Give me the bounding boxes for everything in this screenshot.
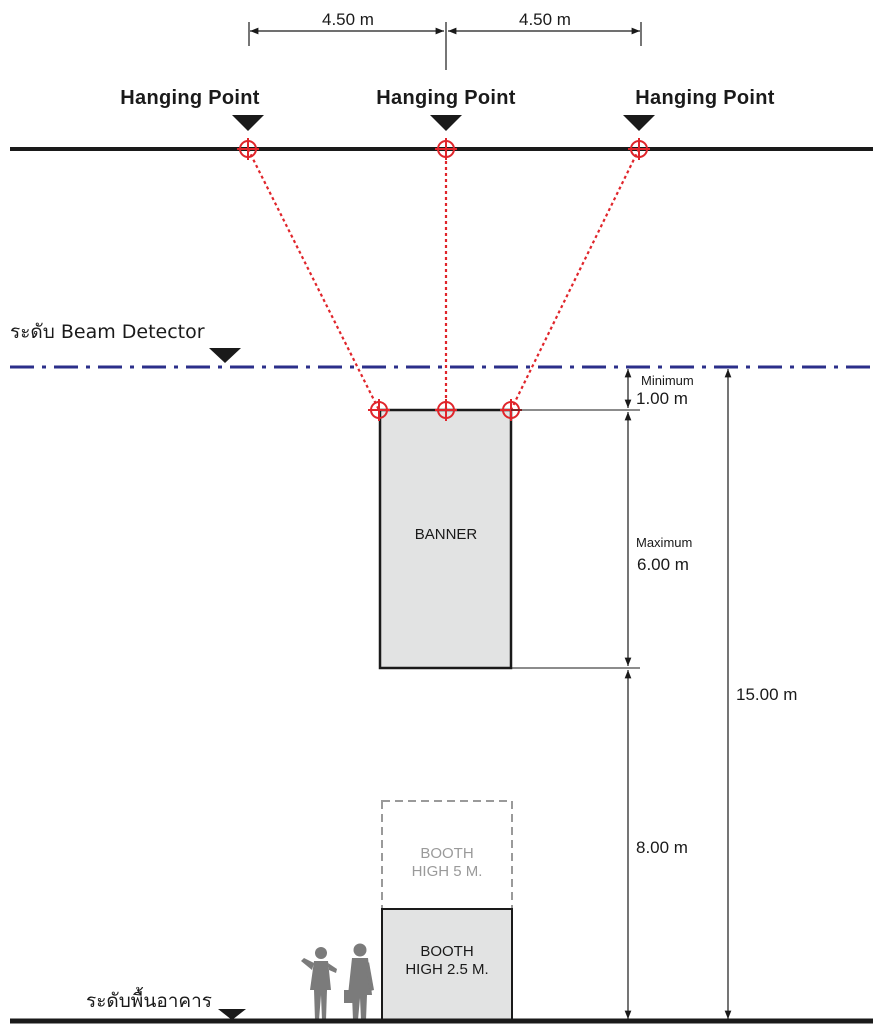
banner-panel: [378, 408, 513, 670]
hanging-point-label-right: Hanging Point: [635, 87, 774, 109]
dimension-right-label: 4.50 m: [519, 10, 571, 29]
attach-banner-left: [368, 399, 390, 421]
top-dimension: 4.50 m 4.50 m: [248, 10, 642, 70]
hanging-point-label-left: Hanging Point: [120, 87, 259, 109]
min-value: 1.00 m: [636, 389, 688, 408]
vertical-dimensions: [460, 369, 732, 1019]
attachment-symbols: [237, 138, 650, 421]
booth-high5-line1: BOOTH: [420, 845, 473, 862]
attach-top-right: [628, 138, 650, 160]
hanging-cables: [247, 148, 640, 411]
max-value: 6.00 m: [637, 555, 689, 574]
beam-detector-marker: [209, 348, 241, 363]
floor-level-marker: [218, 1009, 246, 1020]
min-caption: Minimum: [641, 373, 694, 388]
total-height-value: 15.00 m: [736, 685, 797, 704]
attach-banner-center: [435, 399, 457, 421]
below-banner-value: 8.00 m: [636, 838, 688, 857]
attach-top-center: [435, 138, 457, 160]
booth-high25-line2: HIGH 2.5 M.: [405, 961, 488, 978]
floor-level-label: ระดับพื้นอาคาร: [86, 987, 212, 1012]
max-caption: Maximum: [636, 535, 692, 550]
attach-top-left: [237, 138, 259, 160]
hanging-point-marker-left: [232, 115, 264, 131]
banner-label: BANNER: [415, 526, 478, 543]
hanging-point-marker-right: [623, 115, 655, 131]
booth-high25-line1: BOOTH: [420, 943, 473, 960]
hanging-point-marker-center: [430, 115, 462, 131]
hanging-points: Hanging Point Hanging Point Hanging Poin…: [120, 87, 774, 131]
people-silhouettes: [301, 943, 374, 1020]
hanging-point-label-center: Hanging Point: [376, 87, 515, 109]
booth-high25: [381, 908, 513, 1023]
beam-detector-label: ระดับ Beam Detector: [10, 321, 205, 343]
booth-high5-line2: HIGH 5 M.: [412, 863, 483, 880]
dimension-left-label: 4.50 m: [322, 10, 374, 29]
